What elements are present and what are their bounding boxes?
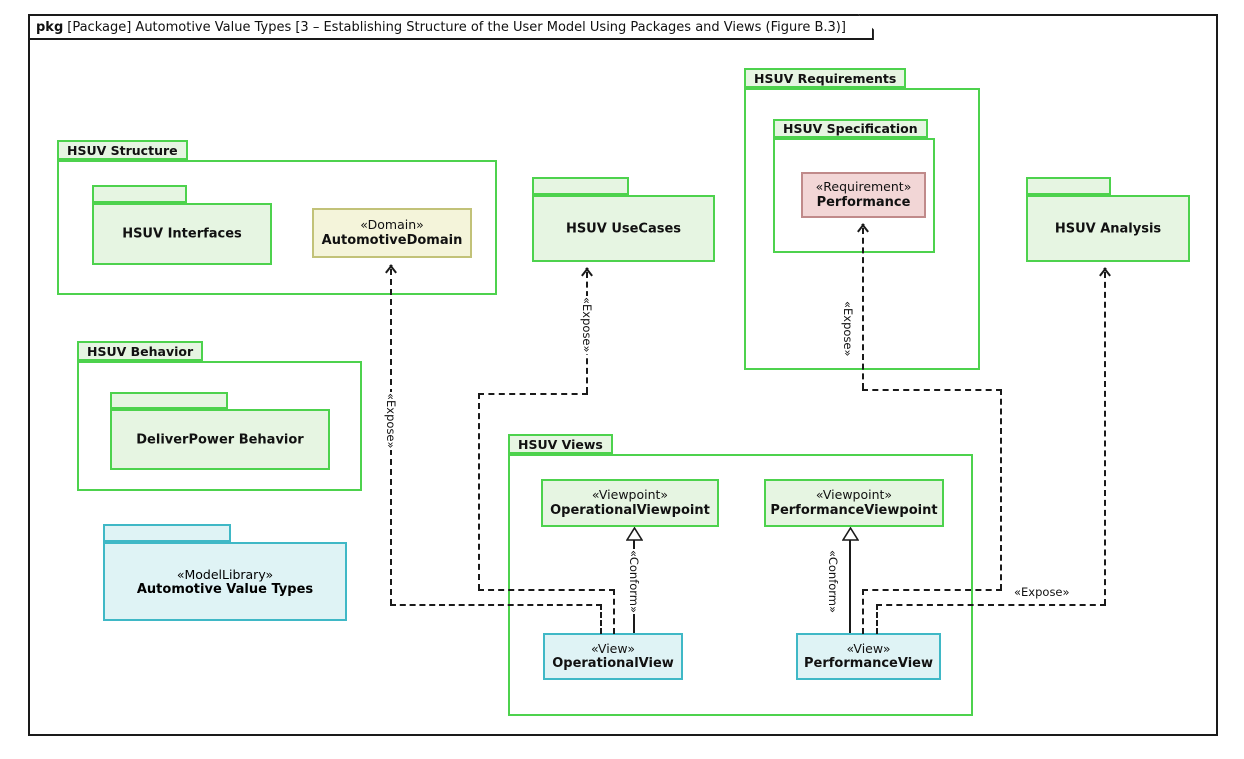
conform-performance-arrowhead — [842, 527, 859, 541]
package-hsuv-views-label: HSUV Views — [518, 436, 603, 452]
package-hsuv-analysis-tab — [1026, 177, 1111, 195]
package-hsuv-usecases[interactable]: HSUV UseCases — [532, 177, 715, 262]
expose-requirement-horizontal-bottom — [862, 589, 1002, 591]
expose-domain-horizontal — [390, 604, 602, 606]
automotive-domain-stereotype: «Domain» — [360, 217, 424, 233]
package-deliverpower-behavior-tab — [110, 392, 228, 409]
element-performance-viewpoint[interactable]: «Viewpoint» PerformanceViewpoint — [764, 479, 944, 527]
performance-view-name: PerformanceView — [804, 656, 933, 672]
package-hsuv-analysis[interactable]: HSUV Analysis — [1026, 177, 1190, 262]
package-hsuv-interfaces[interactable]: HSUV Interfaces — [92, 185, 272, 265]
package-hsuv-behavior-label: HSUV Behavior — [87, 343, 194, 359]
automotive-domain-name: AutomotiveDomain — [321, 232, 463, 248]
package-hsuv-specification-tab: HSUV Specification — [773, 119, 928, 138]
operational-view-stereotype: «View» — [590, 640, 636, 656]
element-performance-view[interactable]: «View» PerformanceView — [796, 633, 941, 680]
package-automotive-value-types-body: «ModelLibrary» Automotive Value Types — [103, 542, 347, 621]
element-operational-viewpoint[interactable]: «Viewpoint» OperationalViewpoint — [541, 479, 719, 527]
expose-analysis-label: «Expose» — [1013, 585, 1071, 599]
package-hsuv-structure-label: HSUV Structure — [67, 142, 178, 158]
performance-view-stereotype: «View» — [846, 640, 891, 656]
expose-usecases-horizontal-bottom — [478, 589, 615, 591]
expose-requirement-vertical-right — [1000, 389, 1002, 590]
expose-requirement-vertical-top — [862, 228, 864, 389]
performance-viewpoint-name: PerformanceViewpoint — [770, 502, 938, 518]
package-hsuv-views-tab: HSUV Views — [508, 434, 613, 454]
operational-viewpoint-name: OperationalViewpoint — [550, 502, 710, 518]
performance-requirement-name: Performance — [816, 194, 911, 210]
frame-keyword: pkg — [36, 19, 64, 35]
package-hsuv-interfaces-body: HSUV Interfaces — [92, 203, 272, 265]
package-deliverpower-behavior-label: DeliverPower Behavior — [136, 432, 304, 447]
element-automotive-domain[interactable]: «Domain» AutomotiveDomain — [312, 208, 472, 258]
element-performance-requirement[interactable]: «Requirement» Performance — [801, 172, 926, 218]
package-hsuv-requirements-tab: HSUV Requirements — [744, 68, 907, 88]
diagram-frame-header: pkg [Package] Automotive Value Types [3 … — [28, 14, 874, 40]
package-hsuv-usecases-tab — [532, 177, 629, 195]
package-hsuv-analysis-body: HSUV Analysis — [1026, 195, 1190, 262]
package-hsuv-behavior-tab: HSUV Behavior — [77, 341, 204, 361]
package-hsuv-usecases-label: HSUV UseCases — [565, 221, 682, 236]
element-operational-view[interactable]: «View» OperationalView — [543, 633, 683, 680]
operational-view-name: OperationalView — [552, 656, 674, 672]
automotive-value-types-label: Automotive Value Types — [136, 581, 314, 597]
performance-requirement-stereotype: «Requirement» — [815, 179, 912, 195]
package-deliverpower-behavior-body: DeliverPower Behavior — [110, 409, 330, 470]
frame-title: [Package] Automotive Value Types [3 – Es… — [67, 19, 846, 35]
expose-requirement-stub — [862, 589, 864, 634]
automotive-value-types-stereotype: «ModelLibrary» — [176, 566, 274, 582]
conform-performance-label: «Conform» — [826, 549, 840, 615]
expose-analysis-vertical — [1104, 272, 1106, 605]
expose-usecases-label: «Expose» — [580, 296, 594, 354]
package-hsuv-analysis-label: HSUV Analysis — [1054, 221, 1162, 236]
expose-analysis-horizontal — [876, 604, 1106, 606]
expose-usecases-vertical-left — [478, 393, 480, 590]
package-hsuv-structure-tab: HSUV Structure — [57, 140, 188, 160]
expose-domain-label: «Expose» — [384, 392, 398, 450]
expose-requirement-horizontal-top — [862, 389, 1002, 391]
expose-requirement-label: «Expose» — [841, 300, 855, 358]
package-deliverpower-behavior[interactable]: DeliverPower Behavior — [110, 392, 330, 470]
expose-domain-stub — [600, 604, 602, 634]
operational-viewpoint-stereotype: «Viewpoint» — [591, 487, 669, 503]
expose-usecases-horizontal-top — [478, 393, 588, 395]
package-automotive-value-types-tab — [103, 524, 231, 542]
package-hsuv-requirements-label: HSUV Requirements — [754, 70, 897, 86]
conform-operational-label: «Conform» — [627, 549, 641, 615]
package-hsuv-specification-label: HSUV Specification — [783, 121, 918, 136]
package-hsuv-interfaces-tab — [92, 185, 187, 203]
expose-usecases-stub — [613, 589, 615, 634]
package-hsuv-interfaces-label: HSUV Interfaces — [122, 226, 242, 242]
expose-analysis-stub — [876, 604, 878, 634]
package-hsuv-usecases-body: HSUV UseCases — [532, 195, 715, 262]
performance-viewpoint-stereotype: «Viewpoint» — [815, 487, 893, 503]
conform-performance-line — [849, 540, 851, 633]
package-automotive-value-types[interactable]: «ModelLibrary» Automotive Value Types — [103, 524, 347, 621]
conform-operational-arrowhead — [626, 527, 643, 541]
